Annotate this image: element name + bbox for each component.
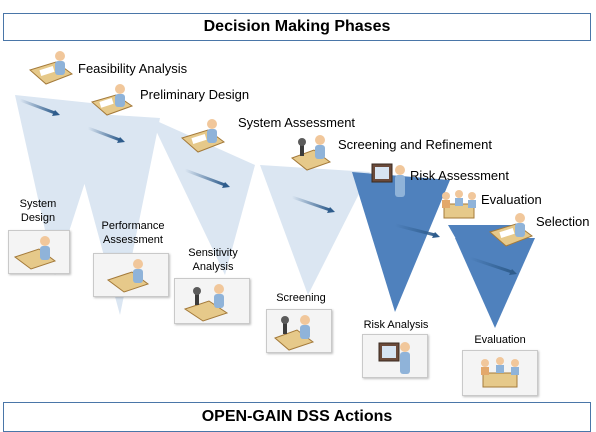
action-card-risk-analysis	[362, 334, 428, 378]
arrow-head-6	[509, 269, 517, 275]
phase-label-preliminary: Preliminary Design	[140, 87, 250, 102]
person-at-desk-icon	[180, 119, 226, 153]
funnel-risk-assessment	[352, 172, 450, 312]
person-at-desk-icon	[488, 213, 534, 247]
phase-label-evaluation: Evaluation	[481, 192, 542, 207]
meeting-table-icon	[481, 357, 519, 388]
person-at-desk-icon	[13, 236, 57, 270]
arrow-head-1	[52, 110, 60, 116]
action-card-performance-assessment	[93, 253, 169, 297]
person-at-desk-icon	[106, 259, 150, 293]
person-at-monitor-icon	[371, 163, 405, 197]
phase-label-screening-refinement: Screening and Refinement	[338, 137, 492, 152]
action-card-evaluation	[462, 350, 538, 396]
person-with-microscope-icon	[274, 315, 315, 351]
funnel-selection	[455, 238, 535, 328]
phase-label-risk-assessment: Risk Assessment	[410, 168, 509, 183]
funnel-preliminary	[65, 112, 160, 315]
action-card-system-design	[8, 230, 70, 274]
arrow-head-3	[222, 182, 230, 188]
flow-arrows	[19, 98, 513, 274]
person-at-desk-icon	[28, 51, 74, 85]
actions-title-box: OPEN-GAIN DSS Actions	[3, 402, 591, 432]
person-with-microscope-icon	[290, 135, 332, 171]
action-label-risk-analysis: Risk Analysis	[363, 319, 429, 331]
action-card-screening	[266, 309, 332, 353]
person-at-desk-icon	[90, 84, 134, 116]
phases-title-box: Decision Making Phases	[3, 13, 591, 41]
phase-label-system-assessment: System Assessment	[238, 115, 356, 130]
meeting-table-icon	[442, 190, 476, 219]
arrow-head-4	[327, 207, 335, 213]
action-label-evaluation: Evaluation	[474, 334, 526, 346]
action-label-screening: Screening	[276, 292, 326, 304]
phase-label-selection: Selection	[536, 214, 590, 229]
arrow-head-5	[432, 232, 440, 238]
person-at-monitor-icon	[378, 342, 410, 374]
funnel-screening-refinement	[260, 165, 370, 295]
action-card-sensitivity-analysis	[174, 278, 250, 324]
funnel-system-assessment	[150, 118, 255, 275]
person-with-microscope-icon	[183, 284, 229, 322]
phase-label-feasibility: Feasibility Analysis	[78, 61, 188, 76]
arrow-head-2	[117, 137, 125, 143]
phases-title: Decision Making Phases	[203, 18, 391, 35]
actions-title: OPEN-GAIN DSS Actions	[201, 408, 393, 425]
